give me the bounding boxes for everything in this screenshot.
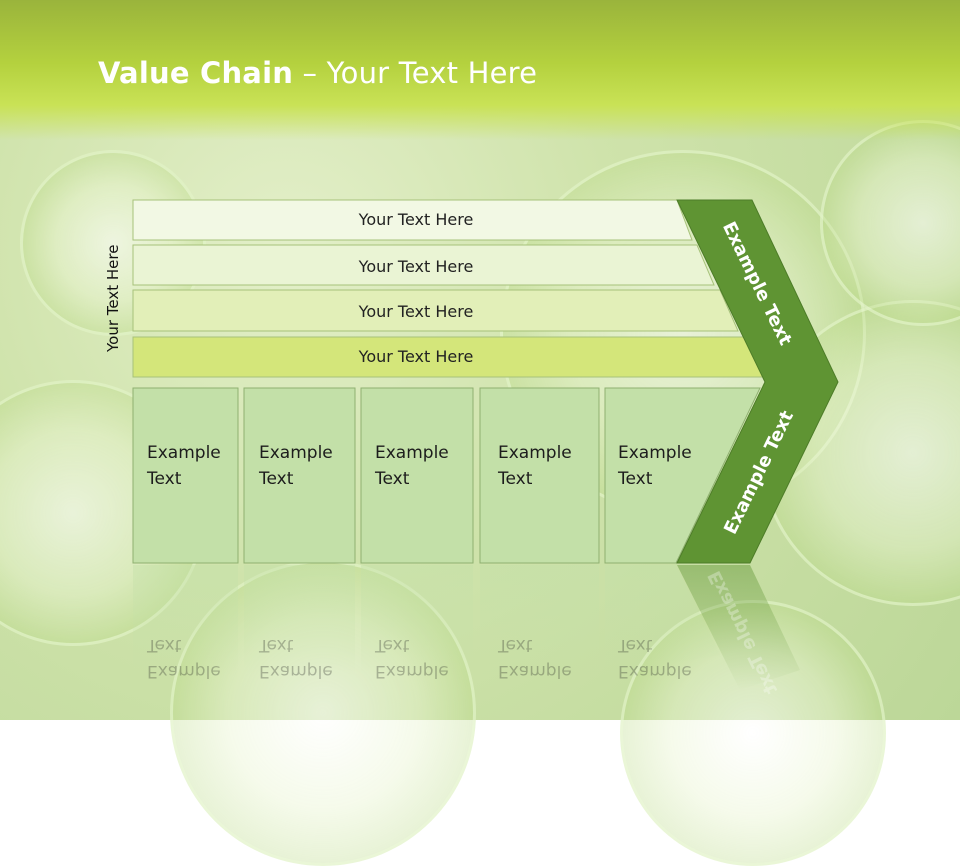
cell-1-reflection-line2: Text — [147, 635, 182, 655]
cell-1-reflection-line1: Example — [147, 661, 221, 681]
cell-4-reflection-line1: Example — [498, 661, 572, 681]
cell-1-line1: Example — [147, 443, 221, 463]
cell-2-reflection-text: Example Text — [259, 632, 333, 684]
band-1: Your Text Here — [132, 199, 693, 241]
chevron-arrow-reflection — [677, 565, 800, 690]
cell-5 — [604, 387, 761, 564]
band-4: Your Text Here — [132, 336, 764, 378]
cell-2 — [243, 387, 356, 564]
cell-4-line1: Example — [498, 443, 572, 463]
cell-3-line2: Text — [375, 469, 410, 489]
band-2: Your Text Here — [132, 244, 715, 286]
cell-5-line2: Text — [618, 469, 653, 489]
cell-1-reflection — [133, 565, 238, 675]
cell-2-reflection — [244, 565, 355, 675]
cell-1-line2: Text — [147, 469, 182, 489]
cell-3-reflection — [361, 565, 473, 675]
band-4-label: Your Text Here — [358, 347, 474, 366]
cell-4-reflection — [480, 565, 599, 675]
chevron-arrow — [676, 199, 839, 564]
cell-2-line2: Text — [259, 469, 294, 489]
cell-4-reflection-text: Example Text — [498, 632, 572, 684]
cell-4 — [479, 387, 600, 564]
cell-3 — [360, 387, 474, 564]
cell-3-reflection-line2: Text — [375, 635, 410, 655]
band-1-label: Your Text Here — [358, 210, 474, 229]
title-rest: – Your Text Here — [293, 56, 538, 90]
band-2-label: Your Text Here — [358, 257, 474, 276]
band-3: Your Text Here — [132, 289, 739, 332]
title-bar — [0, 0, 960, 140]
cell-5-reflection-line2: Text — [618, 635, 653, 655]
cell-5-line1: Example — [618, 443, 692, 463]
cell-1 — [132, 387, 239, 564]
cell-1-reflection-text: Example Text — [147, 632, 221, 684]
cell-4-reflection-line2: Text — [498, 635, 533, 655]
cell-3-line1: Example — [375, 443, 449, 463]
slide-title: Value Chain – Your Text Here — [98, 56, 537, 90]
cell-5-reflection-line1: Example — [618, 661, 692, 681]
cell-5-reflection-text: Example Text — [618, 632, 692, 684]
title-bold: Value Chain — [98, 56, 294, 90]
cell-2-reflection-line1: Example — [259, 661, 333, 681]
cell-2-line1: Example — [259, 443, 333, 463]
cell-4-line2: Text — [498, 469, 533, 489]
band-3-label: Your Text Here — [358, 302, 474, 321]
cell-3-reflection-line1: Example — [375, 661, 449, 681]
value-chain-diagram: Your Text Here Your Text Here Your Text … — [132, 199, 839, 690]
cell-2-reflection-line2: Text — [259, 635, 294, 655]
cell-3-reflection-text: Example Text — [375, 632, 449, 684]
cell-5-reflection — [605, 565, 720, 675]
